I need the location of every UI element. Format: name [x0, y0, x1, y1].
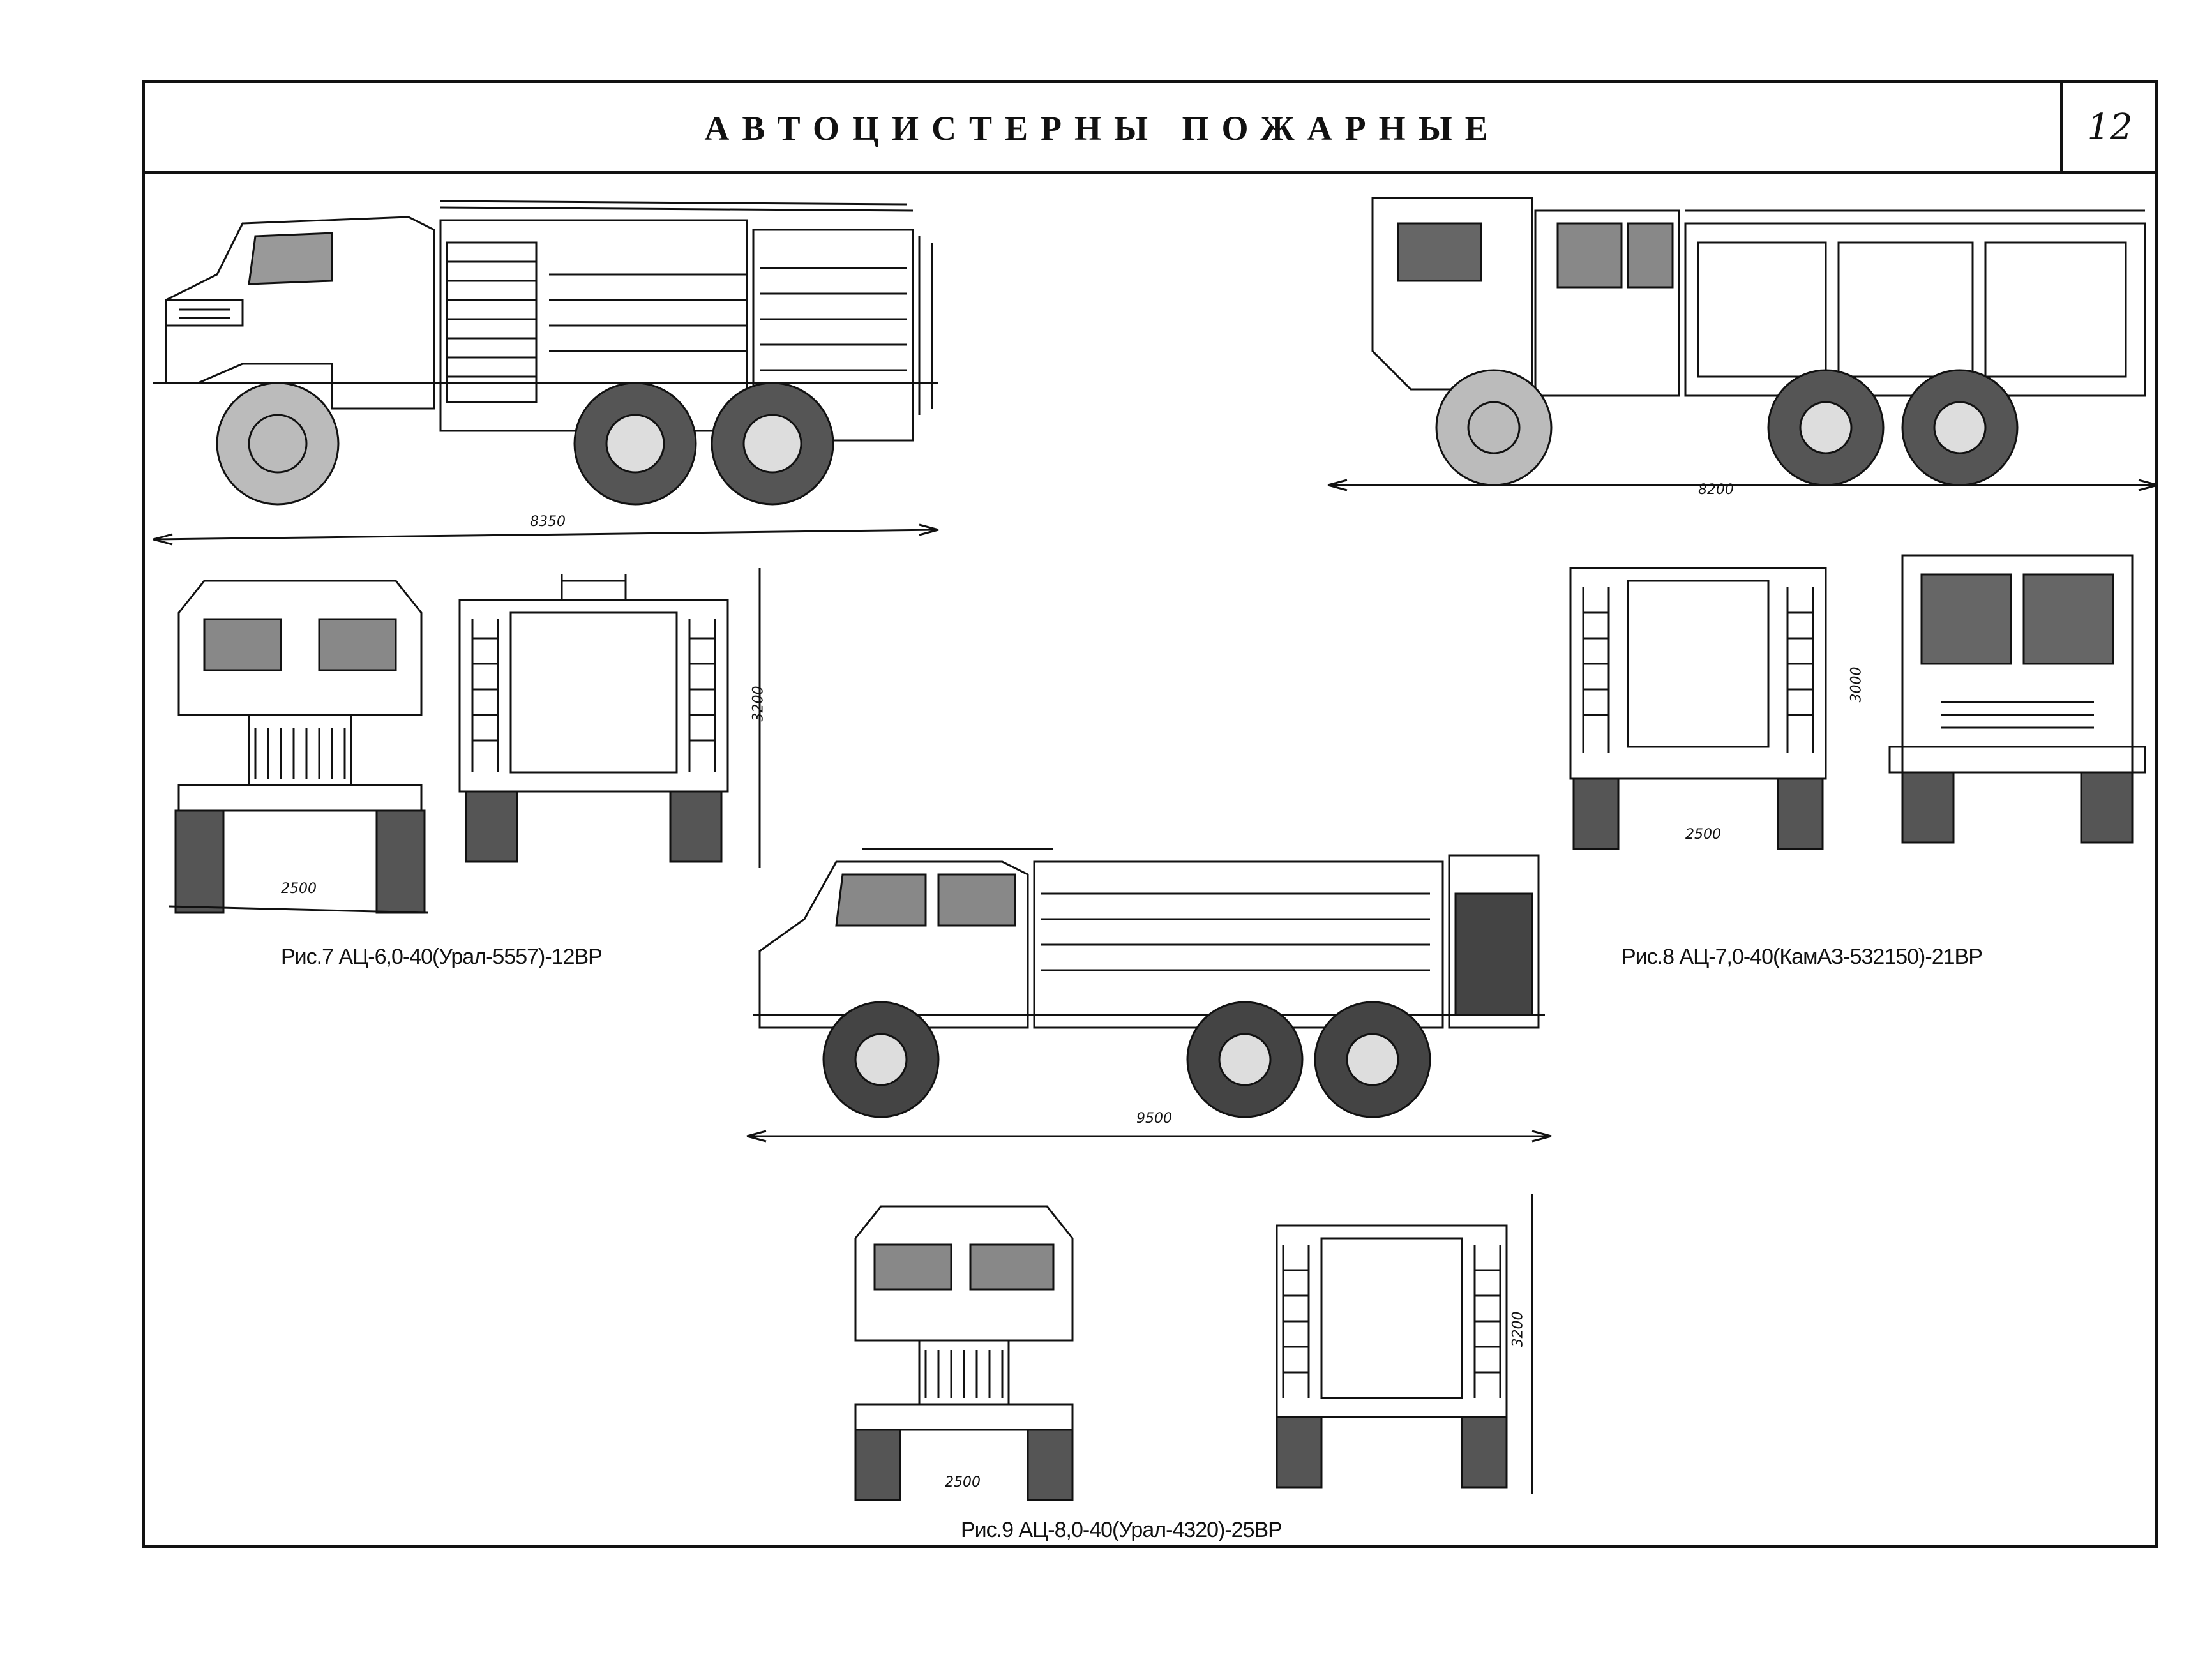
title-block: АВТОЦИСТЕРНЫ ПОЖАРНЫЕ 12 — [145, 83, 2155, 174]
fig8-width-dimension: 2500 — [1685, 827, 1721, 843]
fig7-height-dimension: 3200 — [750, 686, 767, 722]
fig8-length-dimension: 8200 — [1698, 482, 1734, 498]
fig8-side-view — [1327, 197, 2158, 491]
fig9-front-view — [854, 1205, 1074, 1501]
fig9-height-dimension: 3200 — [1510, 1311, 1526, 1347]
drawing-sheet: АВТОЦИСТЕРНЫ ПОЖАРНЫЕ 12 — [142, 80, 2158, 1548]
fig9-width-dimension: 2500 — [945, 1474, 981, 1490]
fig9-rear-view — [1276, 1194, 1533, 1494]
page-number: 12 — [2060, 83, 2157, 171]
fig9-caption: Рис.9 АЦ-8,0-40(Урал-4320)-25ВР — [961, 1518, 1283, 1542]
fig7-rear-view — [458, 568, 761, 868]
page-title: АВТОЦИСТЕРНЫ ПОЖАРНЫЕ — [704, 109, 1501, 147]
fig7-width-dimension: 2500 — [281, 881, 317, 897]
fig9-length-dimension: 9500 — [1136, 1111, 1172, 1127]
fig9-side-view — [746, 848, 1552, 1143]
fig8-height-dimension: 3000 — [1848, 666, 1865, 703]
fig7-side-view — [153, 200, 939, 546]
fig8-caption: Рис.8 АЦ-7,0-40(КамАЗ-532150)-21ВР — [1622, 945, 1983, 969]
fig8-front-view — [1888, 554, 2146, 844]
fig7-caption: Рис.7 АЦ-6,0-40(Урал-5557)-12ВР — [281, 945, 603, 969]
fig7-length-dimension: 8350 — [530, 514, 566, 530]
fig8-rear-view — [1569, 567, 1827, 850]
fig7-front-view — [169, 580, 428, 914]
